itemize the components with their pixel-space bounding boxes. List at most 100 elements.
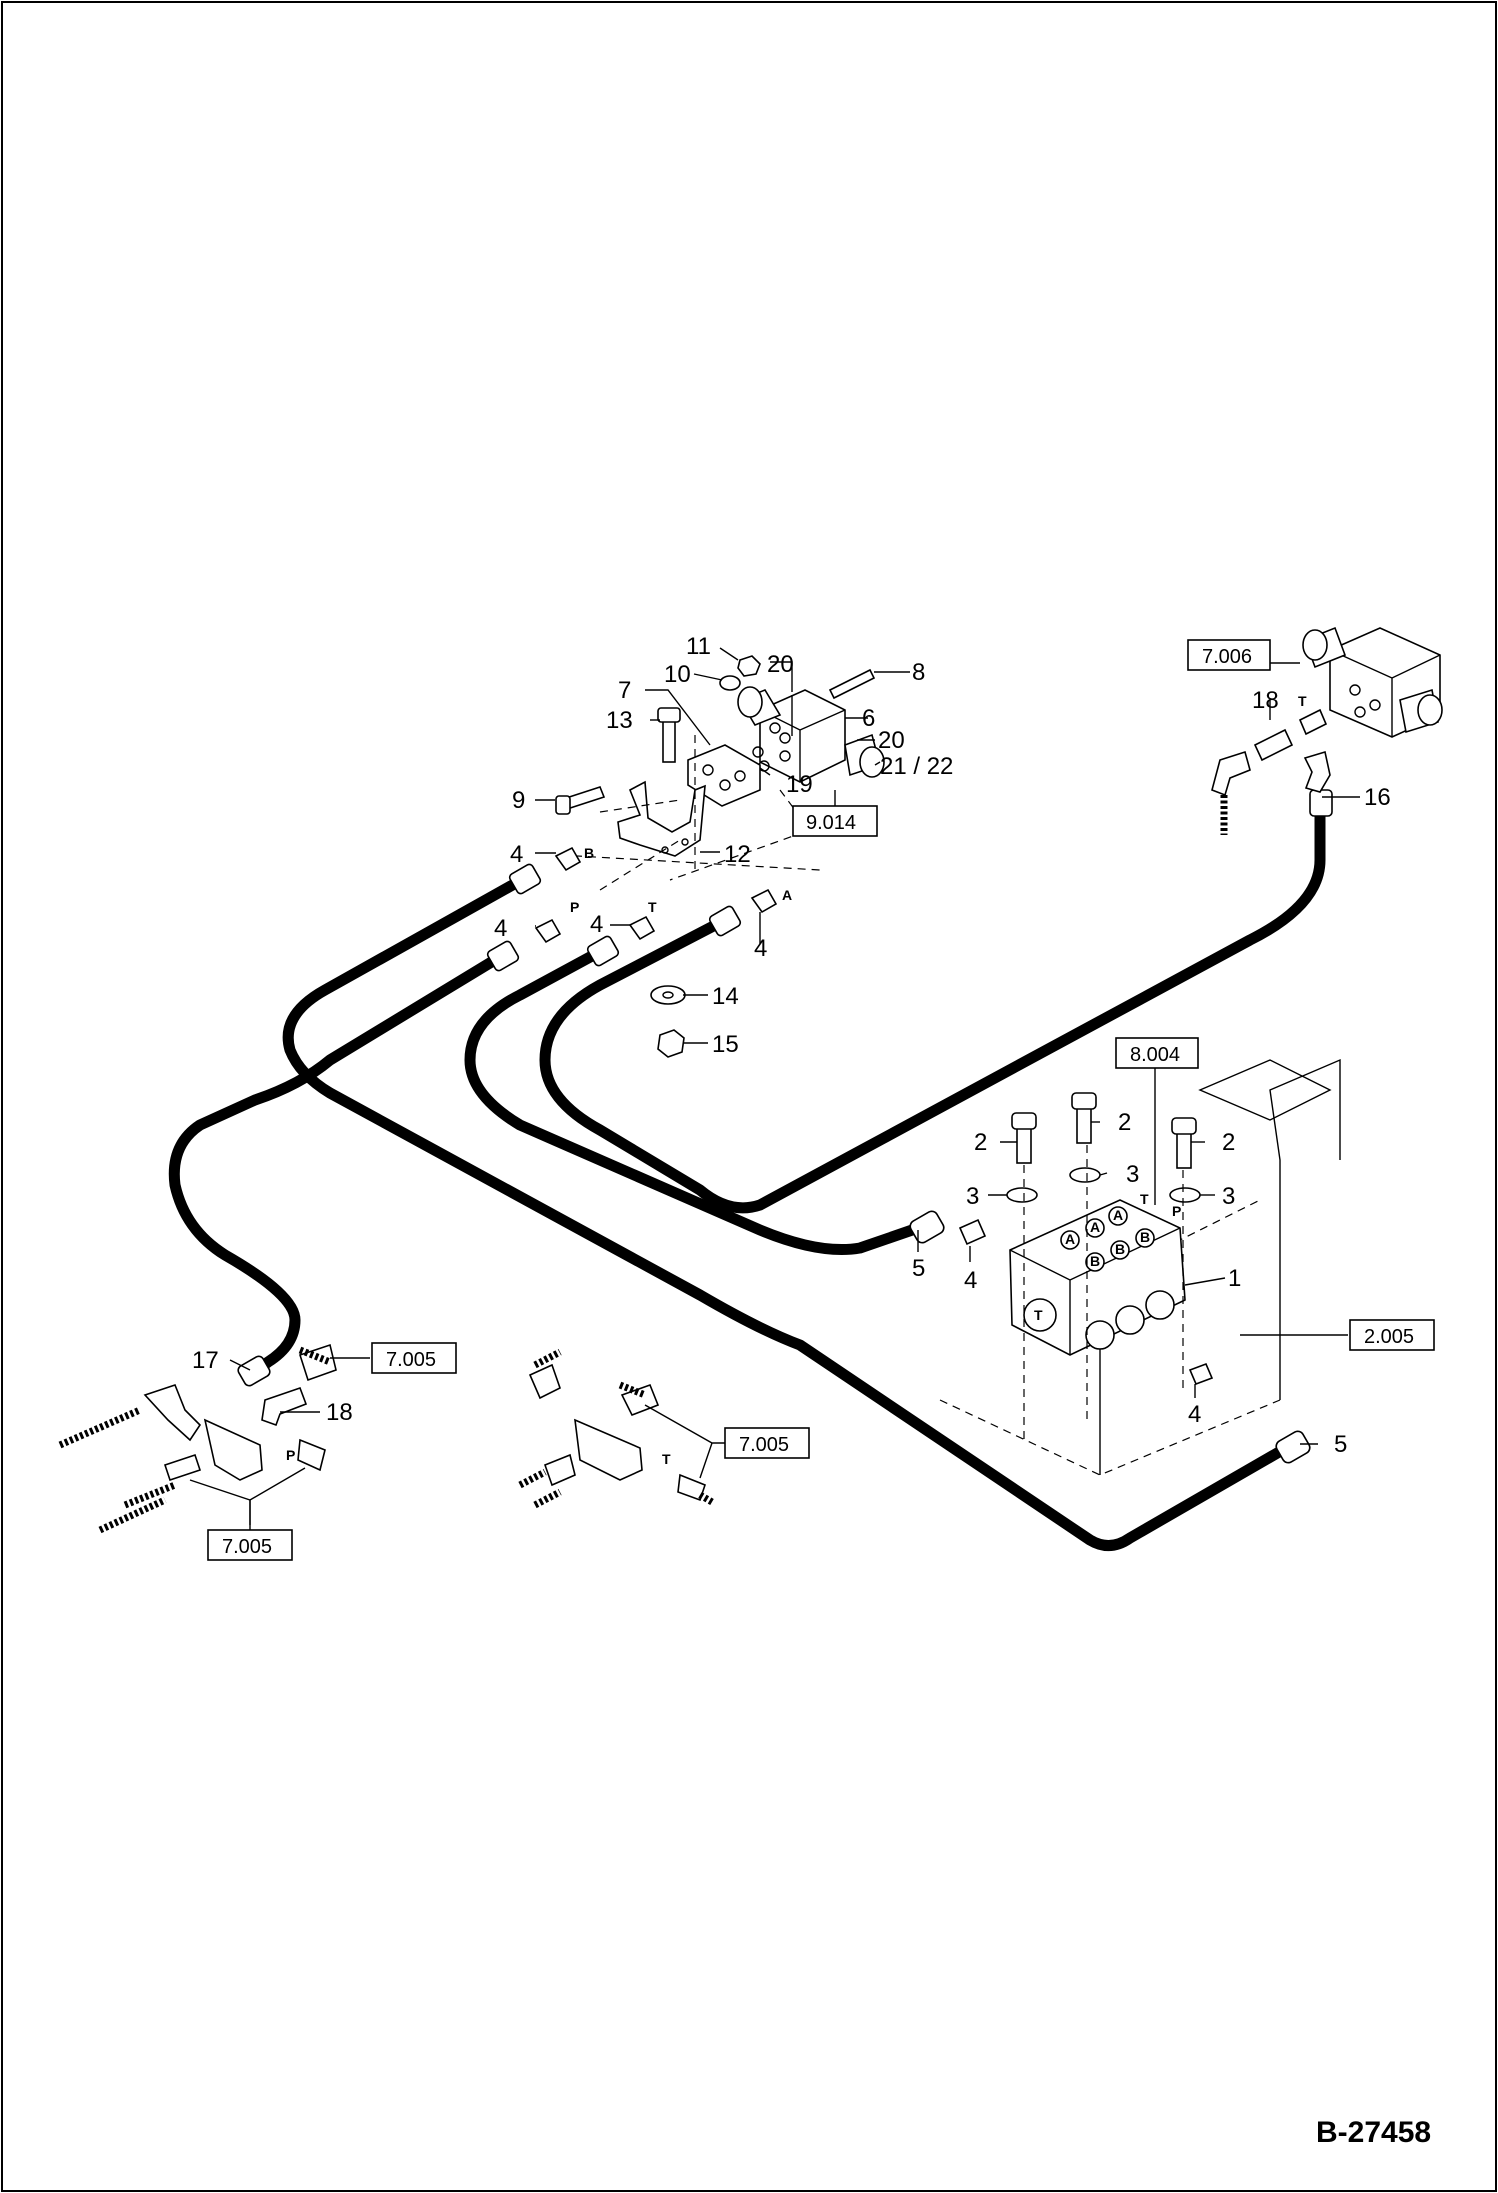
tee-fitting-group-left xyxy=(58,1343,337,1540)
reference-box-7005-left-upper: 7.005 xyxy=(371,1342,457,1374)
hose-end-fitting xyxy=(708,905,742,937)
callout-2: 2 xyxy=(1118,1109,1131,1136)
tee-fitting xyxy=(143,1384,202,1442)
callout-13: 13 xyxy=(606,707,633,734)
fitting xyxy=(297,1438,326,1472)
hose-stub xyxy=(98,1496,167,1534)
port-label-p: P xyxy=(1172,1203,1181,1219)
callout-4: 4 xyxy=(494,915,507,942)
bracket-12 xyxy=(617,780,706,857)
port-adapter-4 xyxy=(958,1218,987,1246)
port-label-p: P xyxy=(286,1447,295,1463)
hose-end-fitting xyxy=(486,940,520,972)
callout-2: 2 xyxy=(974,1129,987,1156)
svg-text:9.014: 9.014 xyxy=(806,812,856,834)
port-label-t: T xyxy=(1298,693,1307,709)
washer-14 xyxy=(650,985,686,1005)
callout-12: 12 xyxy=(724,841,751,868)
port-adapter-4 xyxy=(750,888,778,914)
port-label-t: T xyxy=(648,899,657,915)
callout-19: 19 xyxy=(786,771,813,798)
callout-16: 16 xyxy=(1364,784,1391,811)
callout-4: 4 xyxy=(1188,1401,1201,1428)
hose-stub xyxy=(618,1381,647,1399)
callout-4: 4 xyxy=(754,935,767,962)
port-label-t: T xyxy=(662,1451,671,1467)
callout-3: 3 xyxy=(966,1183,979,1210)
hose-end-fitting xyxy=(1275,1430,1311,1464)
callout-4: 4 xyxy=(964,1267,977,1294)
hose-end-fitting xyxy=(1309,789,1333,817)
reference-box-9014: 9.014 xyxy=(792,790,878,837)
washer-10 xyxy=(719,675,741,691)
tee-fitting-18 xyxy=(261,1386,308,1427)
hose-end-fitting xyxy=(508,863,542,895)
reference-box-7005-middle: 7.005 xyxy=(724,1427,810,1459)
port-label-a: A xyxy=(1090,1219,1100,1235)
bolt-8 xyxy=(828,668,876,700)
hose-end-fittings xyxy=(237,789,1333,1464)
hose-stub xyxy=(58,1406,142,1449)
callout-10: 10 xyxy=(664,661,691,688)
document-id: B-27458 xyxy=(1316,2116,1431,2149)
port-adapter-4 xyxy=(534,918,562,944)
fitting xyxy=(528,1363,561,1400)
svg-text:7.006: 7.006 xyxy=(1202,646,1252,668)
callout-5: 5 xyxy=(912,1255,925,1282)
hose-lines xyxy=(168,794,1326,1551)
washer-3 xyxy=(1006,1187,1038,1203)
reference-boxes: 9.014 7.006 8.004 2.005 7.005 7.005 7.00… xyxy=(207,639,1435,1561)
port-adapter-4 xyxy=(628,915,656,941)
valve-7006-assembly xyxy=(1211,626,1443,835)
fitting xyxy=(298,1343,337,1382)
elbow-fitting xyxy=(1303,750,1331,793)
washer-3 xyxy=(1069,1167,1101,1183)
hose-end-fitting xyxy=(586,935,620,967)
port-label-b: B xyxy=(1140,1229,1150,1245)
tee-fitting xyxy=(574,1418,643,1481)
port-label-a: A xyxy=(782,887,792,903)
callout-3: 3 xyxy=(1222,1183,1235,1210)
port-letters: B P T A T T P P T A A A B B B T xyxy=(286,693,1307,1467)
control-valve-block xyxy=(939,1058,1341,1476)
port-adapter-4 xyxy=(554,846,582,872)
callout-2: 2 xyxy=(1222,1129,1235,1156)
callout-7: 7 xyxy=(618,677,631,704)
screw-2 xyxy=(1176,1129,1192,1169)
callout-14: 14 xyxy=(712,983,739,1010)
port-label-b: B xyxy=(1115,1241,1125,1257)
port-label-a: A xyxy=(1065,1231,1075,1247)
tee-fitting-group-middle xyxy=(518,1348,714,1509)
callout-5: 5 xyxy=(1334,1431,1347,1458)
port-adapter-4 xyxy=(1188,1362,1214,1386)
svg-text:7.005: 7.005 xyxy=(739,1434,789,1456)
fitting xyxy=(677,1473,706,1502)
callout-11: 11 xyxy=(686,633,711,660)
fitting xyxy=(543,1453,576,1487)
callout-6: 6 xyxy=(862,705,875,732)
callout-labels: 11 10 20 8 7 6 13 20 19 21 / 22 9 4 12 4… xyxy=(192,633,1391,1458)
callout-17: 17 xyxy=(192,1347,219,1374)
hose-b-line xyxy=(282,872,1292,1551)
reference-box-7005-left-lower: 7.005 xyxy=(207,1529,293,1561)
port-label-t: T xyxy=(1140,1191,1149,1207)
port-label-p: P xyxy=(570,899,579,915)
solenoid-coil-end xyxy=(859,746,885,778)
callout-18: 18 xyxy=(326,1399,353,1426)
fitting xyxy=(620,1383,660,1417)
hose-end-fitting xyxy=(909,1210,945,1244)
adapter-plate-7 xyxy=(687,744,761,807)
tee-fitting xyxy=(203,1418,263,1481)
callout-3: 3 xyxy=(1126,1161,1139,1188)
screw-2 xyxy=(1076,1104,1092,1144)
fitting-18 xyxy=(1253,728,1294,762)
port-label-b: B xyxy=(584,845,594,861)
hose-stub xyxy=(123,1481,177,1509)
nut-15 xyxy=(657,1029,685,1058)
hose-stub xyxy=(698,1491,714,1506)
svg-text:7.005: 7.005 xyxy=(386,1349,436,1371)
callout-4: 4 xyxy=(590,911,603,938)
callout-8: 8 xyxy=(912,659,925,686)
port-label-a: A xyxy=(1113,1207,1123,1223)
